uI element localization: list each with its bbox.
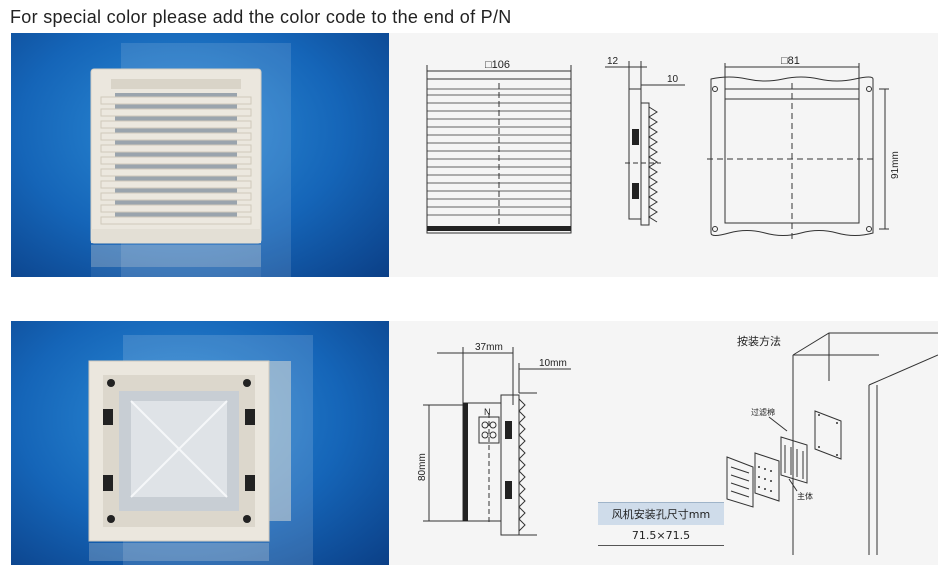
mounting-hole-box: 风机安装孔尺寸mm 71.5×71.5 — [598, 502, 724, 546]
product-photo-front — [11, 33, 389, 277]
cutout-view — [707, 63, 889, 239]
side-view — [605, 61, 685, 226]
mounting-hole-title: 风机安装孔尺寸mm — [598, 502, 724, 525]
install-illustration — [726, 332, 938, 555]
install-method-title: 按装方法 — [737, 334, 781, 348]
terminal-label: N — [484, 407, 491, 417]
side-dim-right-label: 10 — [667, 74, 679, 85]
front-view — [426, 65, 572, 234]
side-dim-left-label: 12 — [607, 56, 619, 67]
depth-dim-label: 37mm — [475, 342, 503, 353]
product-photo-back — [11, 321, 389, 565]
drawing-panel-top: □106 12 10 — [389, 33, 938, 277]
cutout-height-label: 91mm — [890, 151, 901, 179]
main-body-label: 主体 — [797, 491, 813, 501]
mounting-hole-size: 71.5×71.5 — [598, 525, 724, 546]
section-view — [423, 347, 571, 536]
drawing-panel-bottom: 37mm 10mm N 80mm 按装方法 — [389, 321, 938, 565]
filter-cotton-label: 过滤棉 — [751, 407, 775, 417]
page-heading: For special color please add the color c… — [10, 7, 512, 27]
flange-dim-label: 10mm — [539, 358, 567, 369]
front-dim-label: □106 — [485, 59, 510, 71]
height-dim-label: 80mm — [417, 453, 428, 481]
cutout-width-label: □81 — [781, 55, 800, 67]
